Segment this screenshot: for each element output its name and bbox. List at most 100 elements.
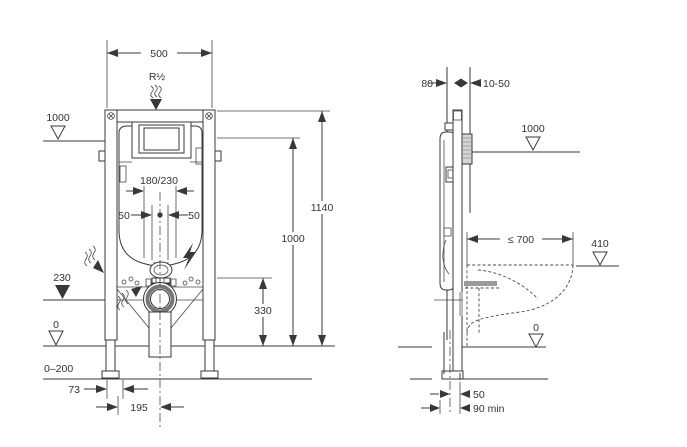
front-view: 180/230 50 50: [43, 40, 338, 430]
level-triangle-icon: [48, 330, 64, 347]
foot-left: [101, 370, 120, 379]
screw-icon: [205, 112, 213, 120]
fixing-ext-lines: [143, 186, 177, 258]
arrow-left-icon: [460, 404, 470, 412]
screw-icon: [107, 112, 115, 120]
arrow-up-icon: [259, 278, 267, 289]
arrow-right-icon: [436, 79, 447, 87]
level-triangle-icon: [592, 251, 608, 267]
frame-internals: [116, 288, 204, 329]
inspection-box-inner: [143, 127, 180, 151]
arrow-up-icon: [289, 138, 297, 149]
level-triangle-icon: [525, 136, 541, 152]
wall-anchor-right: [214, 150, 222, 162]
level-0-side: 0: [528, 322, 544, 349]
rail-foot: [441, 370, 464, 380]
dim-width: 500: [106, 40, 213, 108]
pan-depth-label: ≤ 700: [508, 234, 534, 246]
inlet-pipe-profile: [459, 292, 463, 316]
arrow-up-icon: [318, 111, 326, 122]
arrow-down-icon: [259, 335, 267, 346]
arrow-left-icon: [107, 49, 118, 57]
fitting: [128, 276, 134, 282]
width-ext-lines: [106, 40, 213, 108]
fitting: [170, 278, 177, 287]
arrow-right-icon: [107, 403, 118, 411]
water-inlet-icon: [84, 245, 104, 273]
dim-fixing-spacing: 180/230: [126, 175, 194, 258]
arrow-down-icon: [289, 335, 297, 346]
flush-bend-outer: [149, 261, 173, 279]
flush-bend-inner: [153, 264, 169, 276]
height-330-label: 330: [254, 305, 272, 317]
dim-195: 195: [96, 396, 184, 415]
label-bg: [250, 304, 277, 317]
label-bg: [306, 201, 338, 214]
brace-right: [170, 288, 204, 329]
arrow-down-icon: [318, 335, 326, 346]
wall-bracket: [444, 122, 454, 131]
side-view: 80 10-50 1000 ≤ 700 410: [398, 67, 619, 415]
frame: [98, 109, 222, 379]
foot-right: [200, 370, 219, 379]
arrow-left-icon: [168, 211, 179, 219]
diamond-arrow-icon: [454, 78, 468, 88]
wall-anchor-left: [98, 150, 106, 162]
fifty-right-label: 50: [188, 210, 200, 222]
level-0-left: 0: [48, 319, 64, 347]
dim-73-label: 73: [68, 384, 80, 396]
arrow-left-icon: [467, 235, 478, 243]
height-1000-label: 1000: [281, 233, 305, 245]
pan-depth-ext: [466, 232, 574, 265]
fitting: [188, 276, 194, 282]
filled-level-triangle-icon: [55, 285, 70, 299]
cistern-tab-left: [119, 165, 127, 183]
dim-195-label: 195: [130, 402, 148, 414]
fitting: [145, 278, 152, 287]
dim-50-label: 50: [473, 389, 485, 401]
actuator-plate: [461, 133, 473, 165]
fitting: [182, 280, 188, 286]
dim-50-side: 50: [430, 382, 485, 414]
dim-pan-depth: ≤ 700: [466, 232, 574, 265]
level-230-label: 230: [53, 272, 71, 284]
width-label: 500: [150, 48, 168, 60]
rail-profile: [452, 109, 463, 374]
dim-depth-80: 80: [421, 78, 468, 90]
flush-assembly: [117, 261, 203, 358]
fifty-left-label: 50: [118, 210, 130, 222]
range-10-50-label: 10-50: [483, 78, 510, 90]
level-1000-label: 1000: [521, 123, 545, 135]
fitting: [195, 279, 201, 285]
wc-pan-outline: [465, 264, 574, 348]
arrow-right-icon: [440, 390, 450, 398]
arrow-left-icon: [160, 403, 171, 411]
thread-label: R½: [149, 71, 166, 83]
level-230: 230: [53, 272, 71, 299]
arrow-right-icon: [562, 235, 573, 243]
height-total-label: 1140: [311, 202, 334, 214]
dim-right-side: 330 1000 1140: [217, 110, 338, 346]
dim-73-ext: [106, 380, 124, 399]
level-410: 410: [576, 238, 619, 267]
dim-73: 73: [68, 380, 148, 399]
arrow-right-icon: [141, 211, 152, 219]
dim-90-min-label: 90 min: [473, 403, 505, 415]
cistern-tab-right: [195, 147, 203, 165]
arrow-right-icon: [201, 49, 212, 57]
top-rail: [104, 109, 216, 123]
level-1000-left: 1000: [46, 112, 70, 141]
level-0-side-label: 0: [533, 322, 539, 334]
arrow-right-icon: [133, 187, 144, 195]
cistern: [118, 118, 203, 267]
label-bg: [500, 232, 542, 245]
depth-80-label: 80: [421, 78, 433, 90]
valve-profile: [443, 227, 452, 237]
level-410-label: 410: [591, 238, 609, 250]
fixing-spacing-label: 180/230: [140, 175, 178, 187]
label-bg: [141, 46, 177, 59]
brace-left: [116, 288, 150, 329]
dim-10-50: 10-50: [470, 78, 510, 90]
level-triangle-icon: [528, 333, 544, 349]
